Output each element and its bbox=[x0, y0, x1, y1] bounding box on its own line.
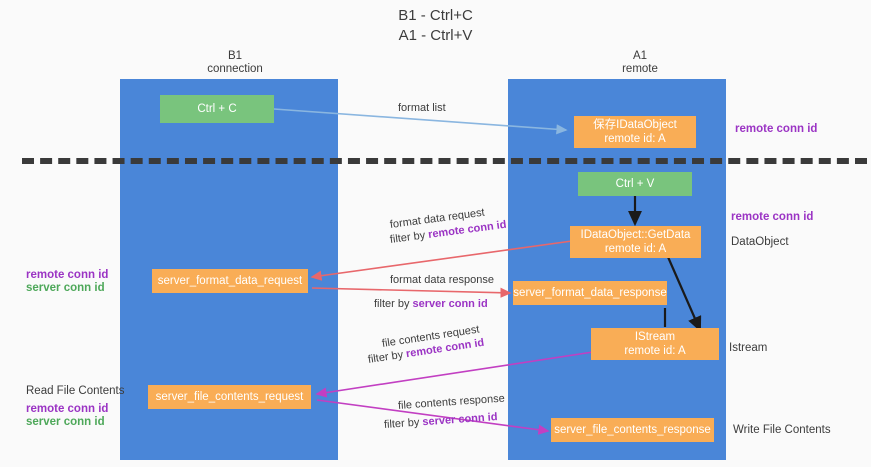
side-label-right-dataobject: DataObject bbox=[731, 236, 789, 248]
node-server-file-contents-response[interactable]: server_file_contents_response bbox=[551, 418, 714, 442]
phase-divider bbox=[22, 158, 867, 164]
page-title: B1 - Ctrl+C A1 - Ctrl+V bbox=[0, 6, 871, 46]
column-header-b1: B1 connection bbox=[155, 50, 315, 76]
node-server-file-contents-request-label: server_file_contents_request bbox=[155, 391, 304, 403]
column-header-b1-sub: connection bbox=[207, 63, 263, 75]
edge-filter-prefix-1: filter by bbox=[389, 229, 429, 246]
edge-filter-prefix-3: filter by bbox=[367, 348, 407, 366]
title-line-2: A1 - Ctrl+V bbox=[398, 27, 473, 44]
edge-label-file-contents-response-text: file contents response bbox=[397, 392, 506, 412]
edge-filter-highlight-2: server conn id bbox=[412, 298, 488, 310]
node-server-format-data-response[interactable]: server_format_data_response bbox=[513, 281, 667, 305]
edge-label-format-data-response-text: format data response bbox=[390, 274, 494, 286]
column-header-a1: A1 remote bbox=[560, 50, 720, 76]
node-idataobject-getdata[interactable]: IDataObject::GetData remote id: A bbox=[570, 226, 701, 258]
side-label-left-server-conn-id-1: server conn id bbox=[26, 282, 105, 294]
title-line-1: B1 - Ctrl+C bbox=[398, 7, 473, 24]
edge-label-format-list: format list bbox=[398, 102, 446, 114]
column-header-a1-name: A1 bbox=[632, 50, 648, 62]
side-label-left-read-file-contents: Read File Contents bbox=[26, 385, 125, 397]
node-getdata-line1: IDataObject::GetData bbox=[580, 229, 691, 241]
edge-label-format-data-response: format data response bbox=[390, 274, 494, 286]
column-header-b1-name: B1 bbox=[227, 50, 243, 62]
node-server-format-data-response-label: server_format_data_response bbox=[513, 287, 667, 299]
side-label-right-remote-conn-id-1: remote conn id bbox=[735, 123, 818, 135]
edge-filter-prefix-2: filter by bbox=[374, 298, 413, 310]
node-dataobject-save-line1: 保存IDataObject bbox=[593, 119, 677, 131]
node-istream-line1: IStream bbox=[634, 331, 676, 343]
node-server-format-data-request[interactable]: server_format_data_request bbox=[152, 269, 308, 293]
side-label-right-istream: Istream bbox=[729, 342, 768, 354]
node-ctrl-c-label: Ctrl + C bbox=[197, 103, 237, 115]
node-getdata-line2: remote id: A bbox=[604, 243, 667, 255]
edge-label-format-list-text: format list bbox=[398, 102, 446, 114]
node-istream[interactable]: IStream remote id: A bbox=[591, 328, 719, 360]
node-ctrl-v[interactable]: Ctrl + V bbox=[578, 172, 692, 196]
side-label-left-remote-conn-id-1: remote conn id bbox=[26, 269, 109, 281]
column-header-a1-sub: remote bbox=[622, 63, 658, 75]
edge-label-file-contents-response-filter: filter by server conn id bbox=[384, 411, 498, 431]
edge-filter-prefix-4: filter by bbox=[383, 416, 423, 431]
node-ctrl-v-label: Ctrl + V bbox=[615, 178, 655, 190]
node-server-file-contents-request[interactable]: server_file_contents_request bbox=[148, 385, 311, 409]
node-dataobject-save-line2: remote id: A bbox=[604, 133, 666, 145]
side-label-right-remote-conn-id-2: remote conn id bbox=[731, 211, 814, 223]
node-ctrl-c[interactable]: Ctrl + C bbox=[160, 95, 274, 123]
side-label-right-write-file-contents: Write File Contents bbox=[733, 424, 831, 436]
side-label-left-remote-conn-id-2: remote conn id bbox=[26, 403, 109, 415]
node-dataobject-save[interactable]: 保存IDataObject remote id: A bbox=[574, 116, 696, 148]
node-server-format-data-request-label: server_format_data_request bbox=[157, 275, 303, 287]
edge-filter-highlight-4: server conn id bbox=[422, 411, 498, 429]
edge-label-format-data-response-filter: filter by server conn id bbox=[374, 298, 488, 310]
node-server-file-contents-response-label: server_file_contents_response bbox=[554, 424, 711, 436]
node-istream-line2: remote id: A bbox=[624, 345, 686, 357]
side-label-left-server-conn-id-2: server conn id bbox=[26, 416, 105, 428]
edge-label-file-contents-response: file contents response bbox=[398, 393, 506, 412]
